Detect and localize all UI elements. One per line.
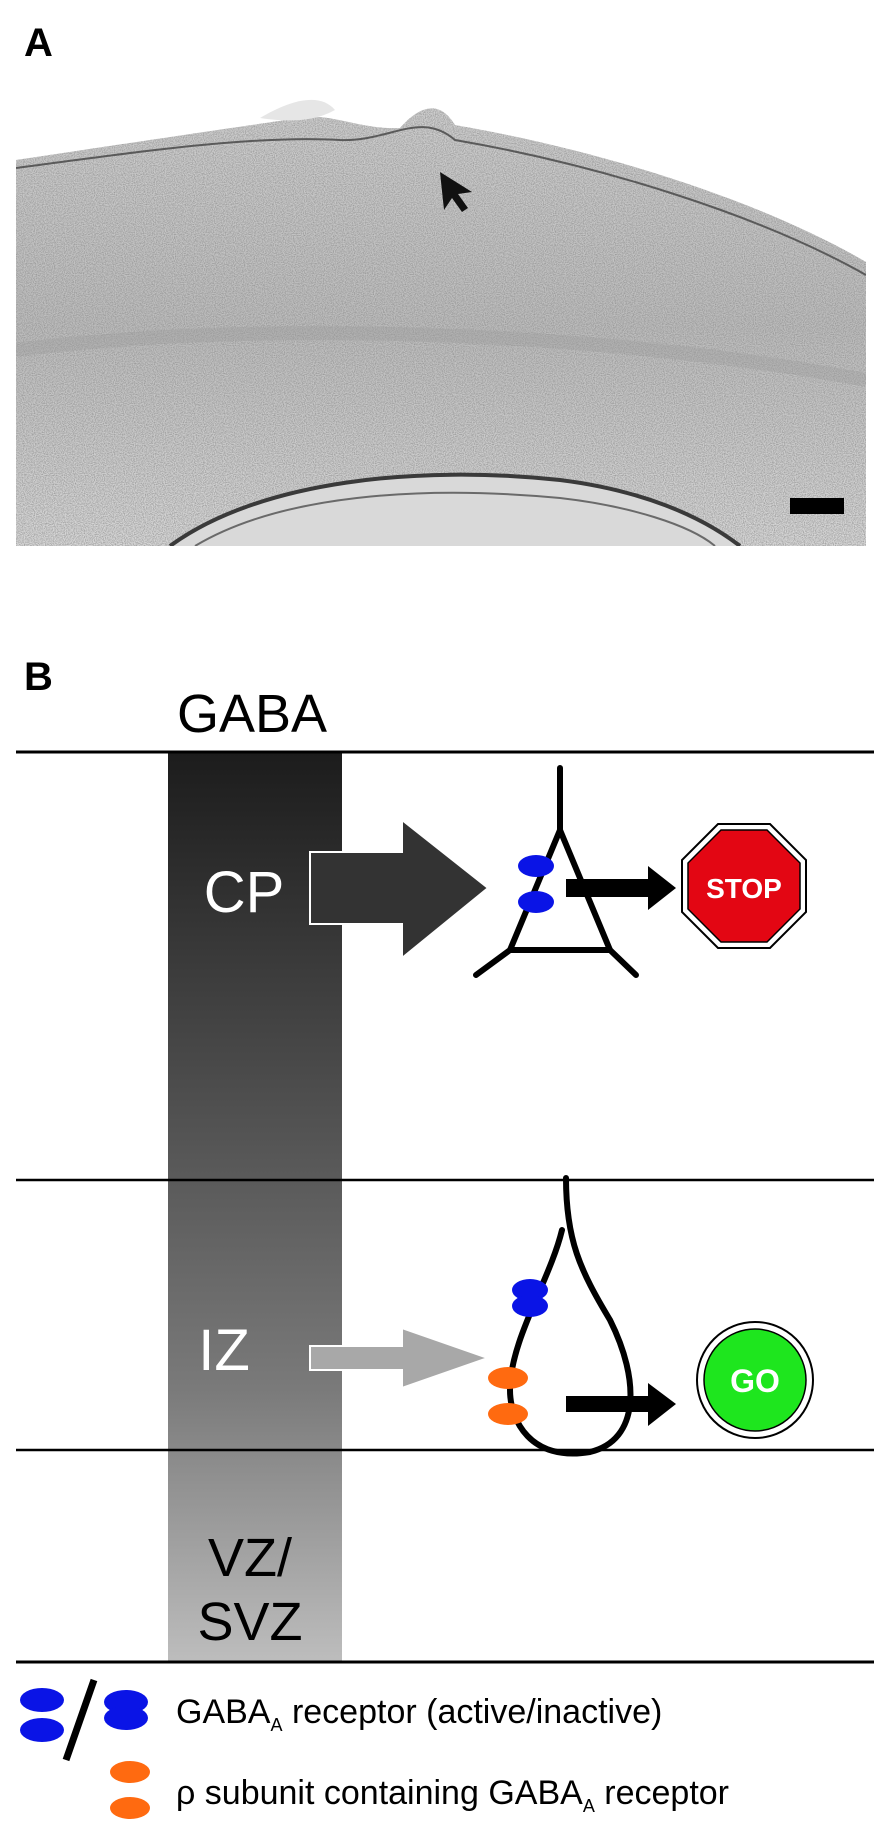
legend: GABAA receptor (active/inactive) ρ subun…: [20, 1678, 729, 1819]
go-sign-text: GO: [730, 1363, 780, 1399]
legend-inactive-receptor-icon: [104, 1706, 148, 1730]
legend-receptor-label: GABAA receptor (active/inactive): [176, 1693, 662, 1735]
gaba-gradient-title: GABA: [177, 684, 327, 744]
migrating-neuron: [506, 1175, 634, 1457]
inactive-receptor: [512, 1279, 548, 1301]
active-receptor: [518, 855, 554, 877]
zone-label-vz: VZ/: [208, 1528, 292, 1588]
legend-rho-label: ρ subunit containing GABAA receptor: [176, 1774, 729, 1816]
zone-label-cp: CP: [204, 860, 285, 925]
rho-receptor: [488, 1367, 528, 1389]
legend-active-receptor-icon: [20, 1718, 64, 1742]
stop-arrow: [566, 866, 676, 910]
low-gaba-arrow: [309, 1326, 492, 1390]
panel-a-label: A: [24, 21, 53, 65]
rho-receptor: [488, 1403, 528, 1425]
inactive-receptor: [512, 1295, 548, 1317]
scale-bar: [790, 498, 844, 514]
legend-divider-slash: [62, 1678, 98, 1762]
cortex-photomicrograph: [16, 88, 866, 546]
panel-b-label: B: [24, 655, 53, 699]
stop-sign-icon: [681, 823, 807, 949]
legend-active-receptor-icon: [20, 1688, 64, 1712]
high-gaba-arrow: [309, 817, 490, 961]
active-receptor: [518, 891, 554, 913]
legend-rho-receptor-icon: [110, 1761, 150, 1783]
zone-label-svz: SVZ: [197, 1592, 302, 1652]
stop-sign-text: STOP: [706, 873, 782, 904]
go-sign-icon: [696, 1321, 814, 1439]
cursor-arrow-icon: [440, 172, 472, 212]
zone-label-iz: IZ: [198, 1318, 250, 1383]
legend-rho-receptor-icon: [110, 1797, 150, 1819]
pyramidal-neuron: [473, 765, 639, 978]
go-arrow: [566, 1383, 676, 1426]
